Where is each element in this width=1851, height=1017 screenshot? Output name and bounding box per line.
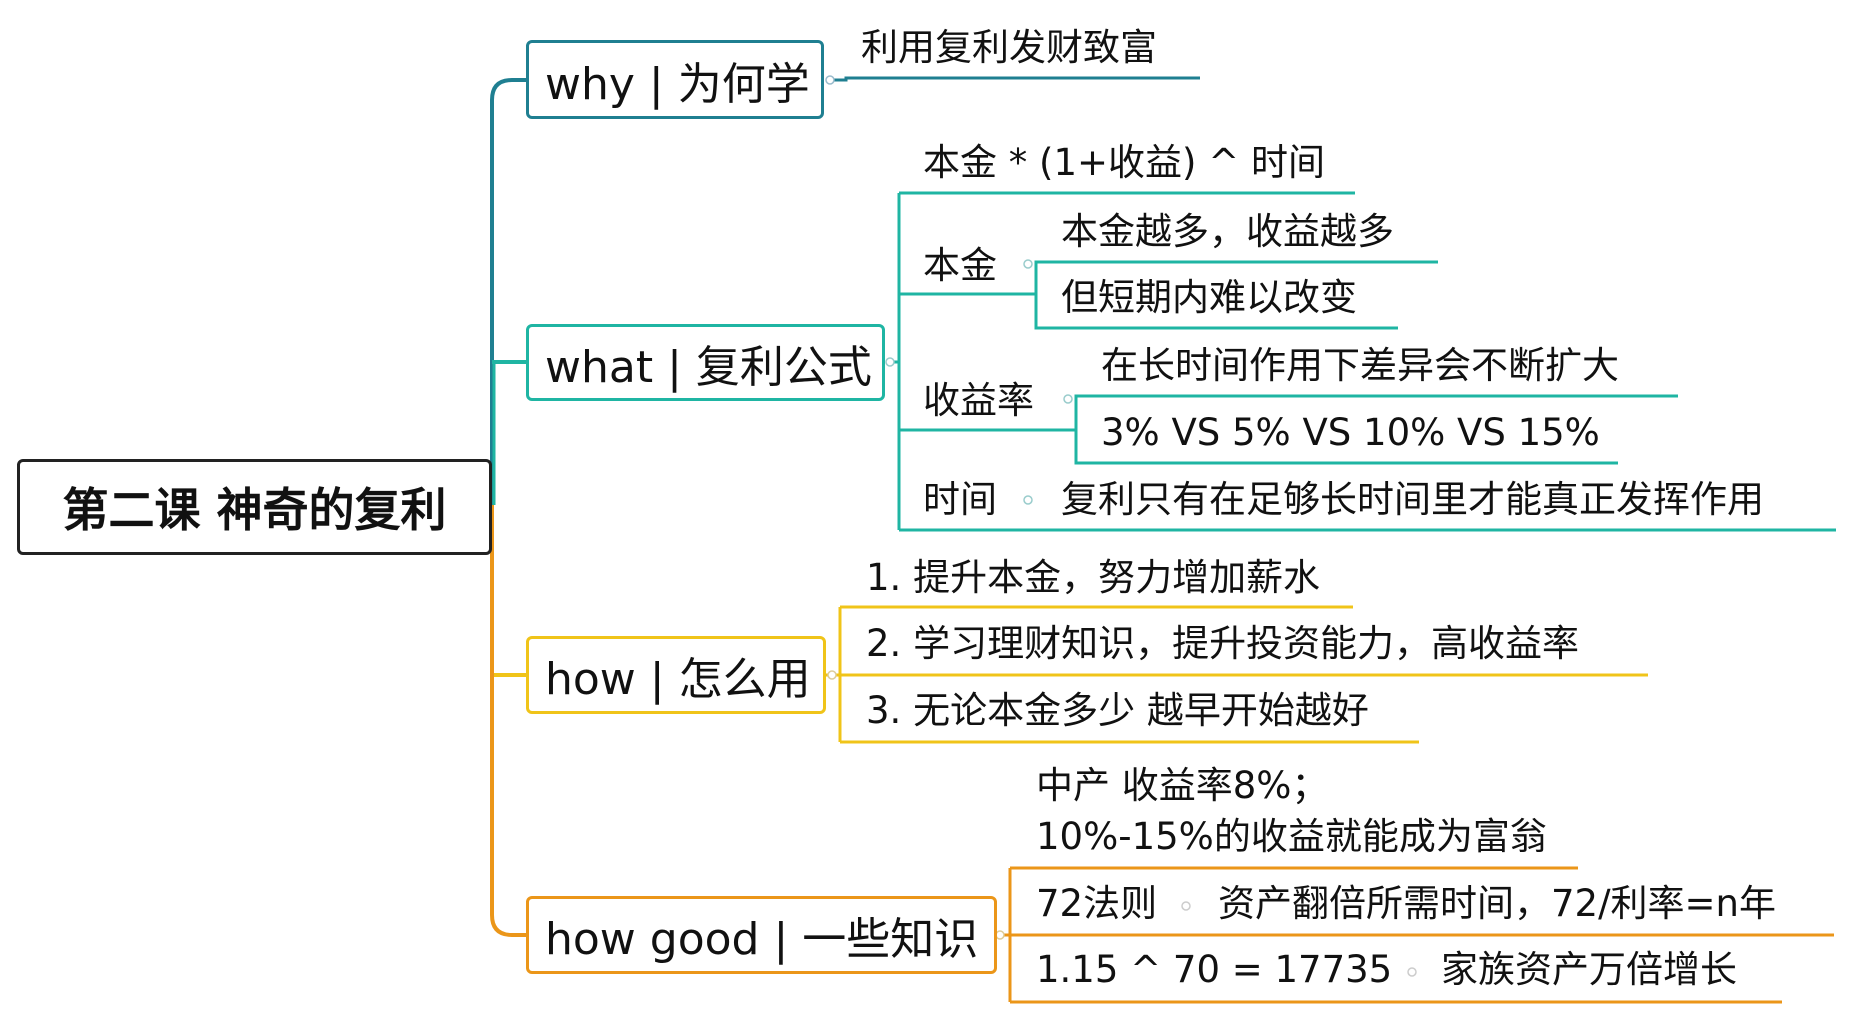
principal-dot xyxy=(1023,259,1033,269)
why-item[interactable]: 利用复利发财致富 xyxy=(861,26,1157,69)
rate-item-1[interactable]: 在长时间作用下差异会不断扩大 xyxy=(1101,344,1619,387)
branch-what-label: what | 复利公式 xyxy=(545,341,872,393)
how-item-1[interactable]: 1. 提升本金，努力增加薪水 xyxy=(866,556,1321,599)
power-detail[interactable]: 家族资产万倍增长 xyxy=(1441,948,1737,991)
good-collapse-dot xyxy=(995,930,1005,940)
how-item-3[interactable]: 3. 无论本金多少 越早开始越好 xyxy=(866,689,1369,732)
connector-root-good xyxy=(490,505,527,937)
principal-item-2[interactable]: 但短期内难以改变 xyxy=(1061,276,1357,319)
why-leaf-underline xyxy=(826,76,1200,82)
what-collapse-dot xyxy=(885,357,895,367)
rule72-detail[interactable]: 资产翻倍所需时间，72/利率=n年 xyxy=(1218,882,1776,925)
branch-good-label: how good | 一些知识 xyxy=(545,914,979,965)
rate-item-2[interactable]: 3% VS 5% VS 10% VS 15% xyxy=(1101,411,1600,454)
principal-item-1[interactable]: 本金越多，收益越多 xyxy=(1061,210,1394,253)
how-item-2[interactable]: 2. 学习理财知识，提升投资能力，高收益率 xyxy=(866,622,1580,665)
rule72-dot xyxy=(1181,901,1191,911)
time-dot xyxy=(1023,495,1033,505)
what-time[interactable]: 时间 xyxy=(923,478,997,521)
what-rate[interactable]: 收益率 xyxy=(923,379,1034,422)
root-topic[interactable]: 第二课 神奇的复利 xyxy=(17,459,492,555)
what-formula[interactable]: 本金 * (1+收益) ^ 时间 xyxy=(923,141,1325,184)
what-principal[interactable]: 本金 xyxy=(923,244,997,287)
connector-root-how xyxy=(490,505,527,677)
rule72-label[interactable]: 72法则 xyxy=(1036,882,1158,925)
rate-dot xyxy=(1063,394,1073,404)
branch-how-label: how | 怎么用 xyxy=(545,654,811,705)
power-label[interactable]: 1.15 ^ 70 = 17735 xyxy=(1036,948,1393,991)
connector-root-why xyxy=(490,78,527,505)
branch-why[interactable]: why | 为何学 xyxy=(526,40,824,119)
time-item[interactable]: 复利只有在足够长时间里才能真正发挥作用 xyxy=(1061,478,1764,521)
branch-what[interactable]: what | 复利公式 xyxy=(526,324,885,401)
middle-class-line-1[interactable]: 中产 收益率8%； xyxy=(1036,764,1329,807)
rate-bracket xyxy=(1074,394,1678,465)
middle-class-line-2[interactable]: 10%-15%的收益就能成为富翁 xyxy=(1036,815,1547,858)
power-dot xyxy=(1407,967,1417,977)
branch-how[interactable]: how | 怎么用 xyxy=(526,636,826,714)
how-collapse-dot xyxy=(827,670,837,680)
root-topic-label: 第二课 神奇的复利 xyxy=(62,483,447,537)
branch-good[interactable]: how good | 一些知识 xyxy=(526,896,997,974)
why-collapse-dot xyxy=(825,75,835,85)
principal-bracket xyxy=(1034,260,1438,330)
branch-why-label: why | 为何学 xyxy=(545,58,810,110)
